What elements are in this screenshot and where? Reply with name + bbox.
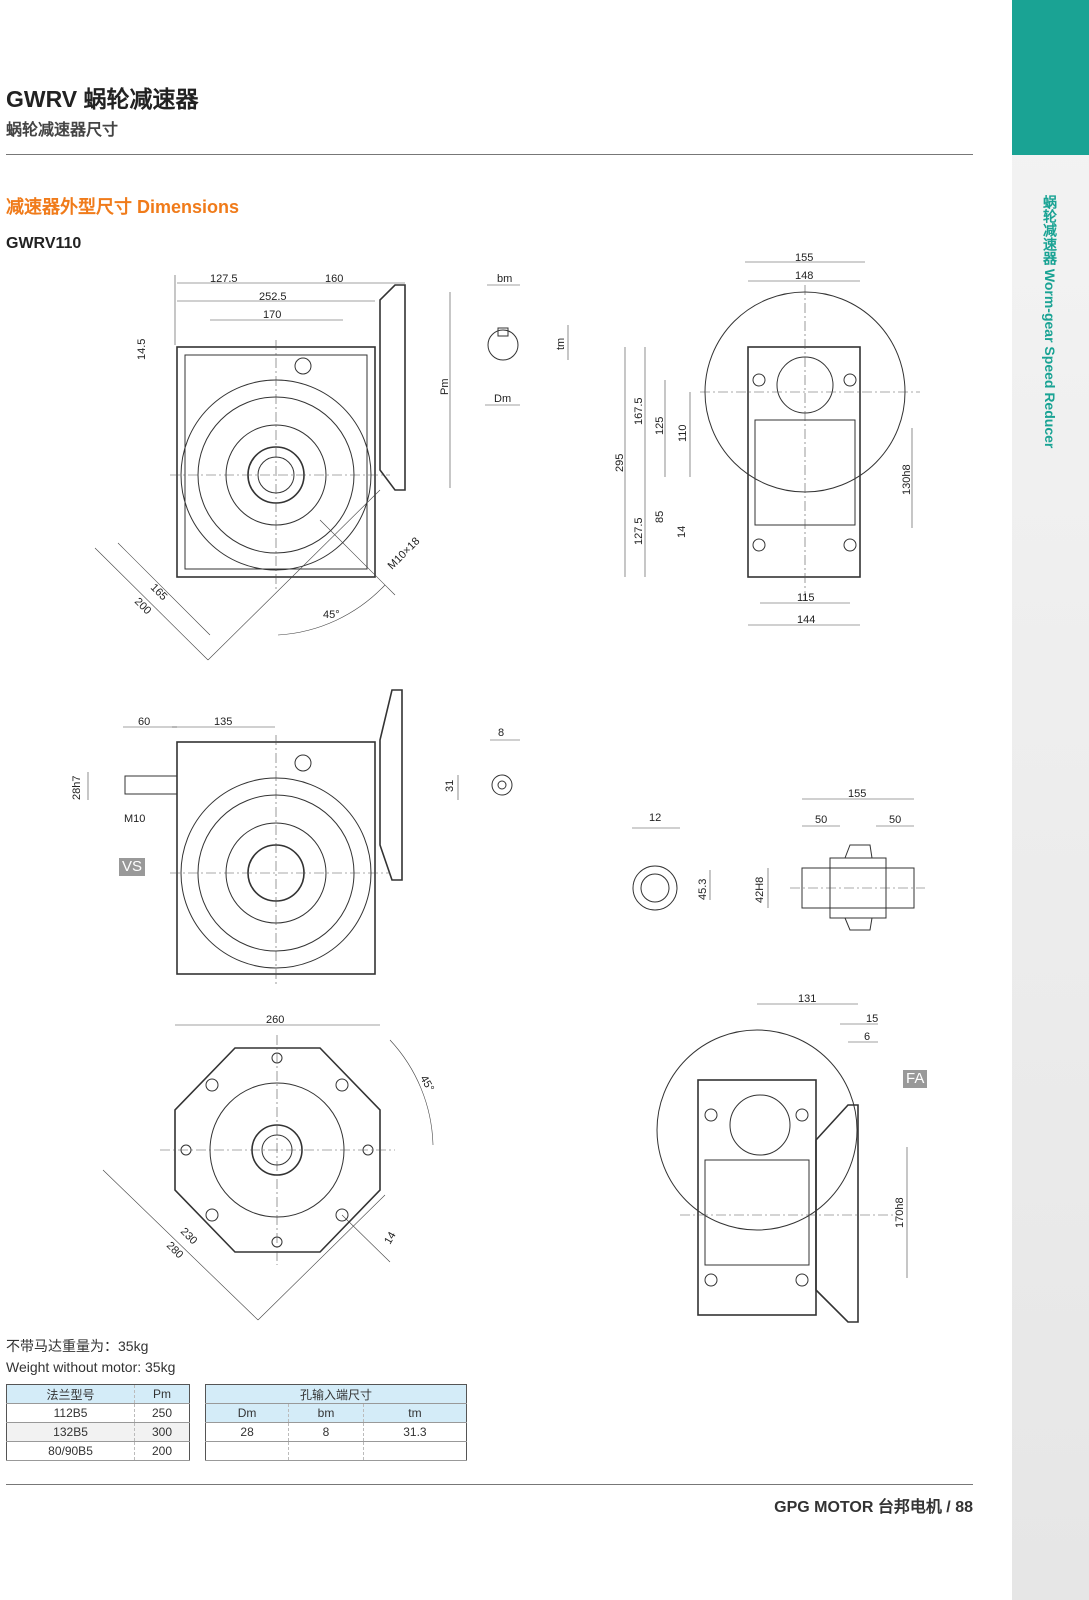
page-subtitle: 蜗轮减速器尺寸 (6, 122, 119, 139)
dimension-label: 170h8 (894, 1197, 906, 1228)
dimension-label: 132B5 (6, 1422, 135, 1442)
dimension-label: 60 (138, 716, 150, 728)
dimension-label: 135 (214, 716, 232, 728)
dimension-label: 45.3 (697, 879, 709, 900)
dimension-label: 260 (266, 1014, 284, 1026)
dimension-label: 80/90B5 (48, 1444, 93, 1458)
dimension-label: 155 (795, 252, 813, 264)
table-row: 112B5 250 (6, 1403, 190, 1423)
dimension-label: 法兰型号 (6, 1384, 135, 1404)
section-title: 减速器外型尺寸 Dimensions (6, 197, 240, 217)
flange-drawing: 260 45° 230 280 14 (102, 1014, 436, 1321)
dimension-label: 31.3 (362, 1422, 467, 1442)
dimension-label: 155 (848, 788, 866, 800)
vs-view-drawing: 60 135 28h7 M10 8 31 (71, 689, 520, 985)
dimension-label: 28h7 (71, 776, 83, 800)
side-view-drawing: 155 148 295 167.5 125 110 127.5 85 14 130… (614, 252, 920, 626)
sidebar-label: 蜗轮减速器 Worm-gear Speed Reducer (1042, 195, 1058, 449)
dimension-label: 115 (797, 592, 815, 604)
dimension-label: 45° (417, 1074, 436, 1094)
dimension-label: Pm (439, 379, 451, 396)
dimension-label: M10 (124, 813, 145, 825)
dimension-label: 280 (164, 1240, 185, 1261)
dimension-label: 167.5 (633, 397, 645, 425)
dimension-label: 42H8 (754, 877, 766, 903)
dimension-label: tm (555, 338, 567, 350)
fa-badge: FA (903, 1070, 928, 1088)
dimension-label: M10×18 (386, 535, 423, 572)
dimension-label: 250 (134, 1403, 190, 1423)
sidebar-accent (1012, 0, 1089, 155)
dimension-label: 8 (288, 1422, 364, 1442)
dimension-label: 8 (498, 727, 504, 739)
dimension-label: 165 (148, 582, 169, 603)
page-title: GWRV 蜗轮减速器 (6, 86, 199, 112)
dimension-label: 160 (325, 273, 343, 285)
dimension-label: 127.5 (633, 517, 645, 545)
dimension-label: 14 (382, 1230, 399, 1247)
input-key-drawing: bm tm Dm (485, 273, 569, 406)
dimension-label: 6 (864, 1031, 870, 1043)
weight-cn: 不带马达重量为：35kg (6, 1338, 149, 1354)
technical-drawing: 127.5 160 252.5 170 14.5 Pm 165 200 M10×18… (71, 252, 925, 1323)
dimension-label: 200 (132, 596, 153, 617)
dimension-label: 12 (649, 812, 661, 824)
dimension-label: Dm (205, 1403, 289, 1423)
dimension-label: 85 (654, 511, 666, 523)
dimension-label: 14 (676, 526, 688, 538)
dimension-label: 252.5 (259, 291, 287, 303)
dimension-label: 28 (240, 1425, 254, 1439)
table-row: 80/90B5 200 (6, 1441, 190, 1461)
dimension-label: 110 (677, 424, 689, 442)
dimension-label: 170 (263, 309, 281, 321)
divider (6, 154, 973, 155)
dimension-label: 130h8 (901, 464, 913, 495)
dimension-label: 125 (654, 417, 666, 435)
dimension-label: tm (362, 1403, 467, 1423)
dimension-label: 15 (866, 1013, 878, 1025)
dimension-label: 14.5 (136, 339, 148, 360)
dimension-label: 50 (815, 814, 827, 826)
model-name: GWRV110 (6, 235, 82, 252)
sidebar (1012, 0, 1089, 1600)
dimension-label: Dm (494, 393, 511, 405)
dimension-label: 144 (797, 614, 815, 626)
dimension-label: 127.5 (210, 273, 238, 285)
dimension-label: 300 (134, 1422, 190, 1442)
footer-brand: GPG MOTOR 台邦电机 / 88 (774, 1499, 973, 1516)
top-view-drawing: 127.5 160 252.5 170 14.5 Pm 165 200 M10×18… (94, 273, 451, 661)
dimension-label: 148 (795, 270, 813, 282)
footer-divider (6, 1484, 973, 1485)
weight-en: Weight without motor: 35kg (6, 1359, 176, 1375)
dimension-label: 230 (178, 1226, 199, 1247)
dimension-label: 131 (798, 993, 816, 1005)
hollow-shaft-drawing: 12 45.3 42H8 155 50 50 (632, 788, 925, 931)
fa-view-drawing: 131 15 6 170h8 (656, 993, 908, 1323)
dimension-label: 295 (614, 454, 626, 472)
dimension-label: bm (288, 1403, 364, 1423)
dimension-label: 112B5 (53, 1406, 88, 1420)
dimension-label: Pm (134, 1384, 190, 1404)
dimension-label: 45° (323, 609, 340, 621)
vs-badge: VS (119, 858, 146, 876)
dimension-label: 孔输入端尺寸 (205, 1384, 467, 1404)
dimension-label: 200 (134, 1441, 190, 1461)
dimension-label: 31 (444, 780, 456, 792)
dimension-label: bm (497, 273, 512, 285)
dimension-label: 50 (889, 814, 901, 826)
